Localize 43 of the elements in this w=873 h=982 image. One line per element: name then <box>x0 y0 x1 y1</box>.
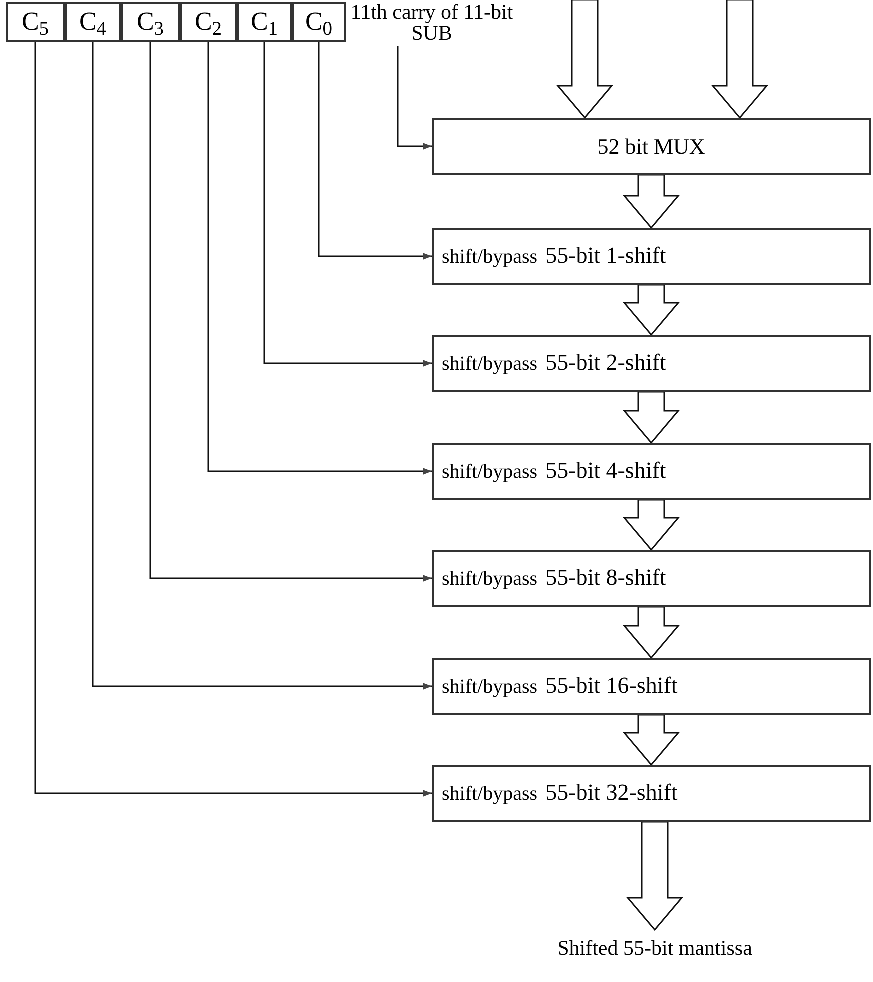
hollow-arrow <box>622 391 680 444</box>
shifter-label: 55-bit 4-shift <box>546 457 666 486</box>
bit-cell: C$_{4}$ <box>65 2 121 42</box>
mode-label: shift/bypass <box>442 674 538 700</box>
note-text: Shifted 55-bit mantissa <box>558 938 752 958</box>
hollow-arrow <box>622 284 680 336</box>
shifter-box <box>432 335 871 392</box>
arrow <box>397 46 432 150</box>
hollow-arrow <box>622 606 680 660</box>
shifter-label: 55-bit 8-shift <box>546 564 666 592</box>
arrow <box>150 42 432 582</box>
hollow-arrow <box>626 821 684 932</box>
mode-label: shift/bypass <box>442 782 538 806</box>
hollow-arrow <box>711 0 769 120</box>
shifter-box <box>432 228 871 285</box>
bit-cell: C$_{1}$ <box>237 2 292 42</box>
note-text: 11th carry of 11-bit SUB <box>350 2 514 44</box>
arrow <box>208 42 432 475</box>
shifter-box <box>432 550 871 607</box>
hollow-arrow <box>622 499 680 552</box>
mode-label: shift/bypass <box>442 566 538 592</box>
bit-cell: C$_{3}$ <box>121 2 180 42</box>
bit-cell: C$_{5}$ <box>6 2 65 42</box>
hollow-arrow <box>556 0 614 120</box>
hollow-arrow <box>622 714 680 766</box>
shifter-box <box>432 658 871 715</box>
bit-cell: C$_{0}$ <box>292 2 346 42</box>
shifter-box <box>432 443 871 500</box>
mode-label: shift/bypass <box>442 352 538 376</box>
shifter-label: 55-bit 32-shift <box>546 779 678 808</box>
shifter-label: 55-bit 16-shift <box>546 672 678 700</box>
bit-cell: C$_{2}$ <box>180 2 237 42</box>
arrow <box>318 42 432 260</box>
arrow <box>34 42 432 797</box>
mux-box: 52 bit MUX <box>432 118 871 175</box>
shifter-label: 55-bit 2-shift <box>546 349 666 378</box>
shifter-label: 55-bit 1-shift <box>546 242 666 270</box>
arrow <box>264 42 432 367</box>
arrow <box>92 42 432 690</box>
mode-label: shift/bypass <box>442 460 538 484</box>
mode-label: shift/bypass <box>442 244 538 270</box>
shifter-box <box>432 765 871 822</box>
hollow-arrow <box>622 174 680 230</box>
